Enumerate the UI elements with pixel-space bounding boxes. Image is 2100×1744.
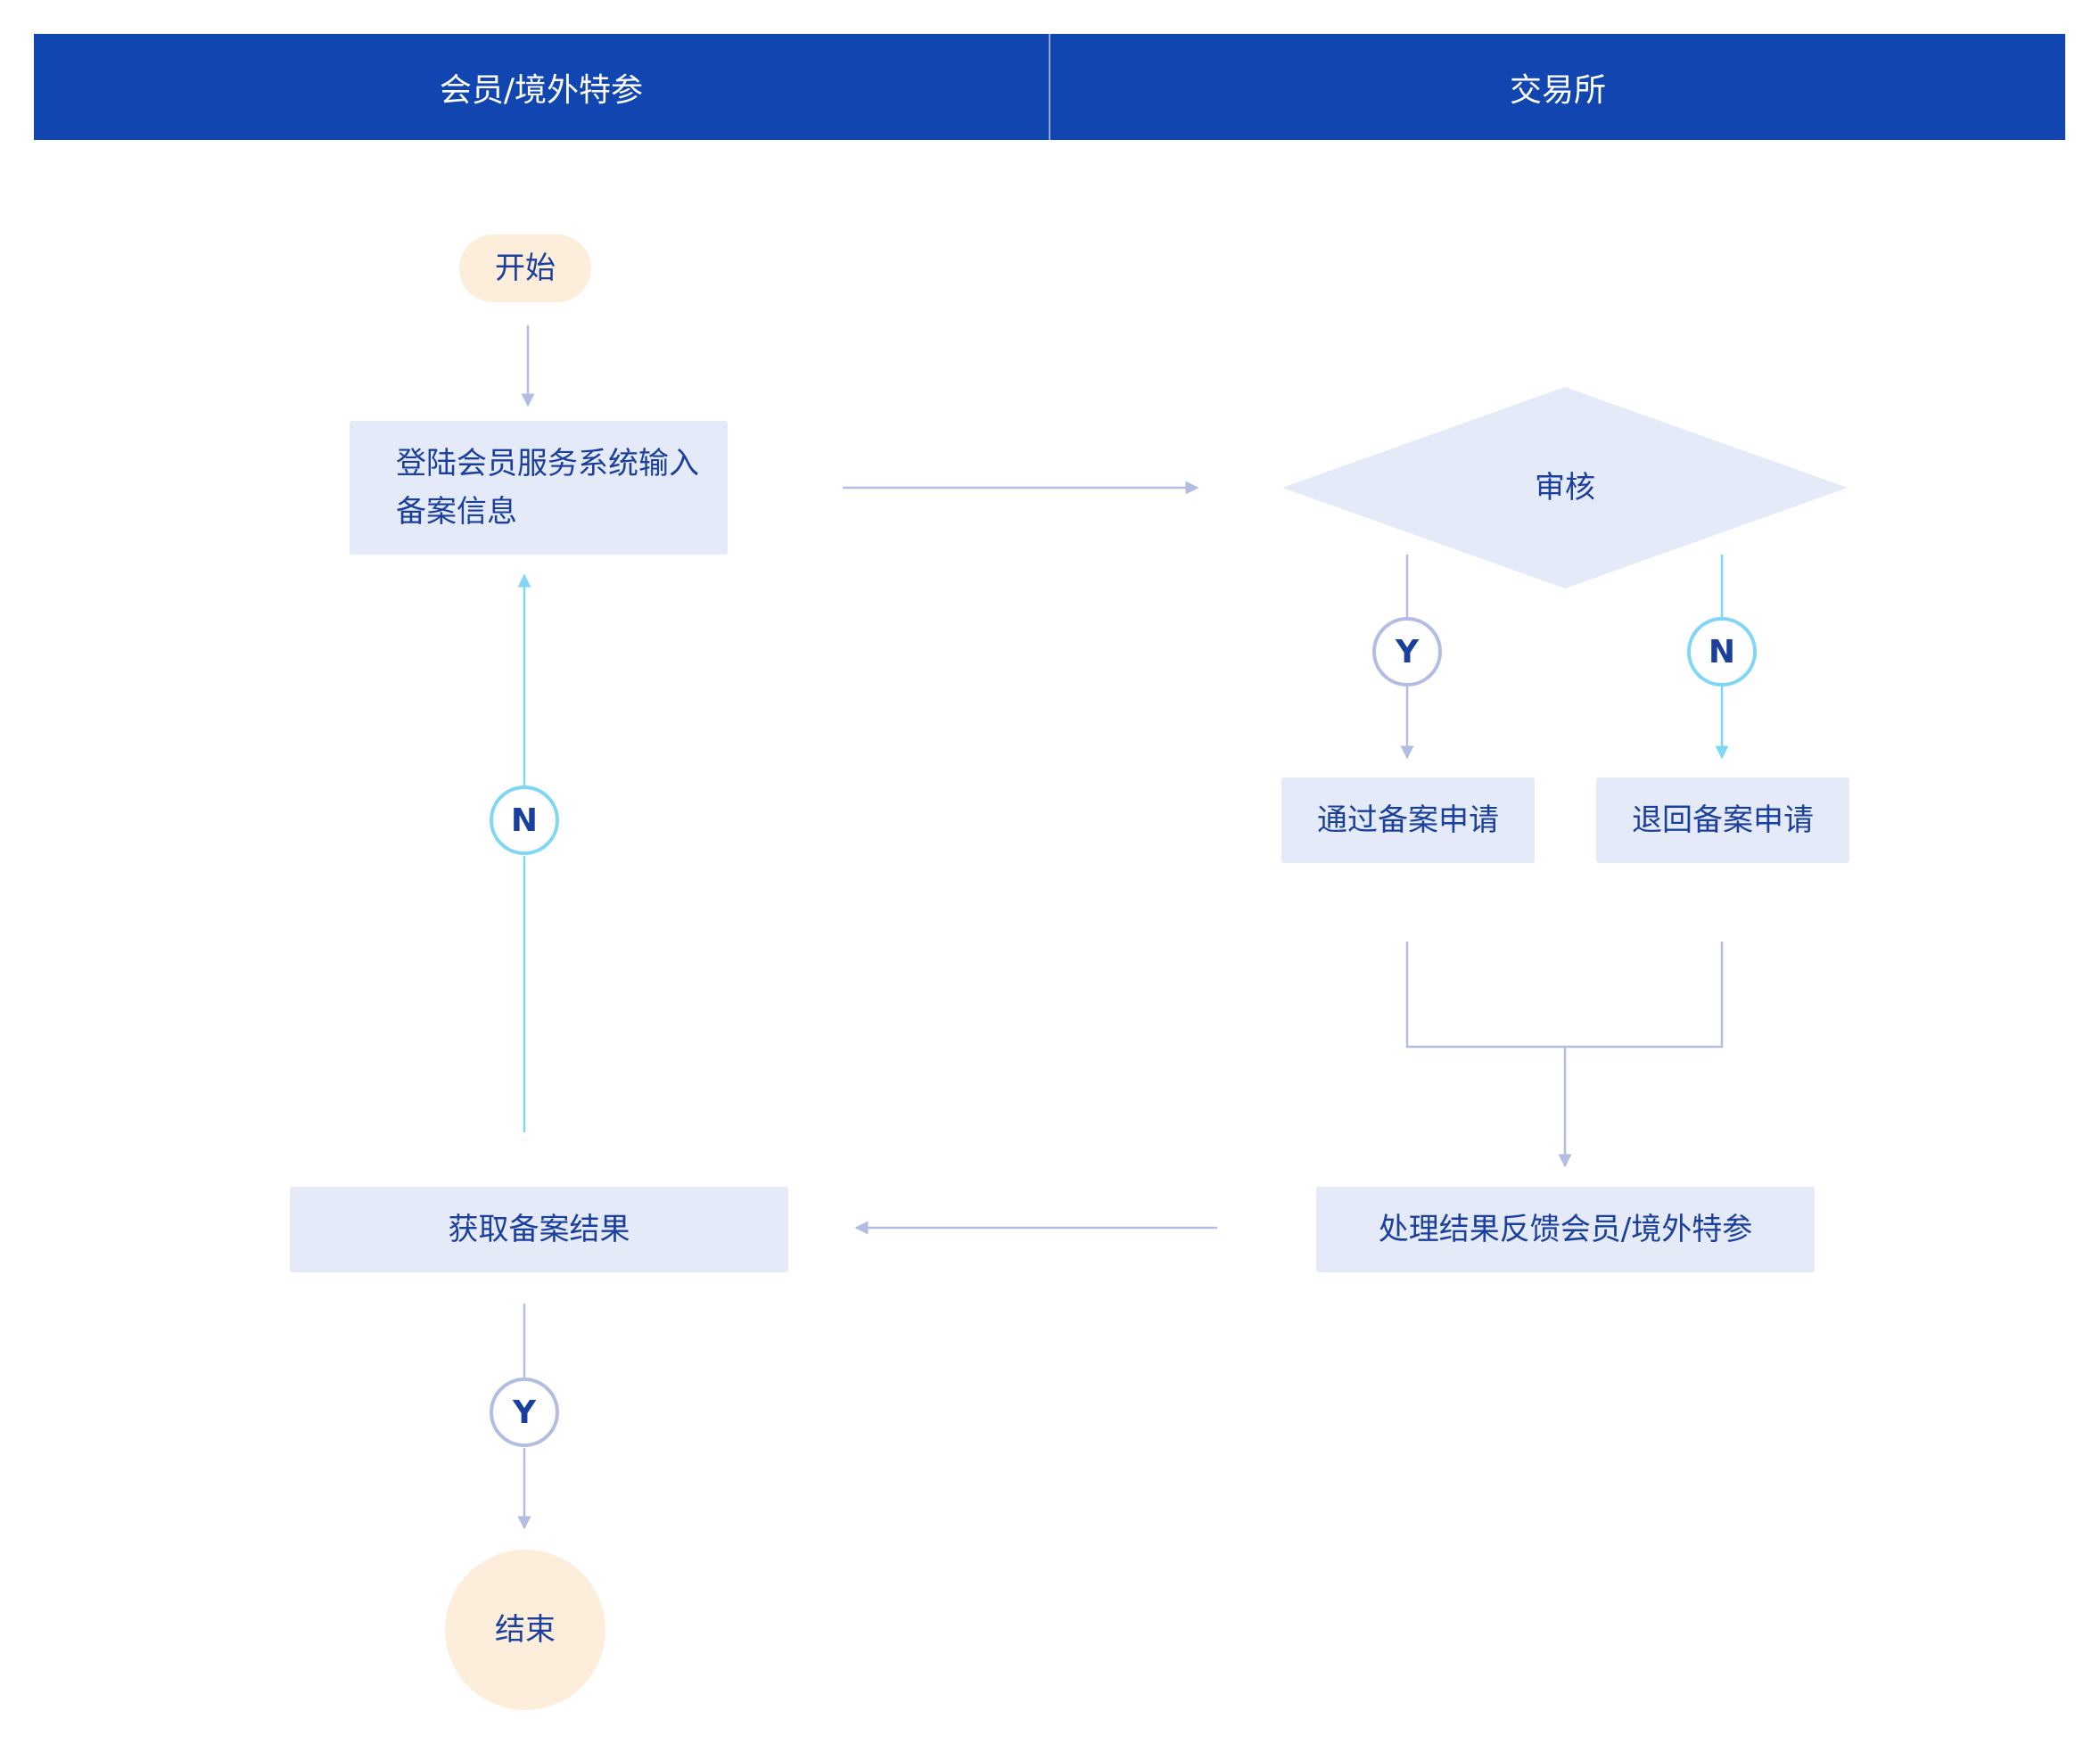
end-label: 结束	[495, 1611, 556, 1648]
review-yes-label: Y	[1395, 633, 1420, 670]
lane-member-title: 会员/境外特参	[439, 71, 644, 109]
get-result-node: 获取备案结果	[290, 1187, 788, 1272]
start-node: 开始	[459, 234, 591, 302]
result-no-badge: N	[490, 786, 559, 855]
result-yes-badge: Y	[490, 1378, 559, 1447]
reject-node: 退回备案申请	[1596, 777, 1849, 863]
edge-merge	[1405, 942, 1724, 1049]
approve-label: 通过备案申请	[1317, 802, 1499, 838]
review-diamond	[1282, 387, 1848, 588]
result-yes-label: Y	[512, 1394, 537, 1431]
end-node: 结束	[445, 1550, 605, 1710]
review-node: 审核	[1282, 455, 1848, 521]
result-no-label: N	[510, 802, 539, 839]
get-result-label: 获取备案结果	[448, 1211, 630, 1247]
review-no-badge: N	[1687, 617, 1757, 687]
review-yes-badge: Y	[1372, 617, 1442, 687]
login-node: 登陆会员服务系统输入备案信息	[350, 421, 728, 555]
reject-label: 退回备案申请	[1632, 802, 1814, 838]
lane-divider	[1049, 34, 1050, 140]
lane-exchange-title: 交易所	[1509, 71, 1606, 109]
feedback-label: 处理结果反馈会员/境外特参	[1378, 1211, 1753, 1247]
review-no-label: N	[1708, 633, 1736, 670]
feedback-node: 处理结果反馈会员/境外特参	[1316, 1187, 1815, 1272]
review-label: 审核	[1535, 469, 1595, 506]
start-label: 开始	[495, 250, 556, 286]
login-label: 登陆会员服务系统输入备案信息	[396, 445, 699, 530]
swimlane-header: 会员/境外特参 交易所	[34, 34, 2065, 140]
approve-node: 通过备案申请	[1281, 777, 1535, 863]
